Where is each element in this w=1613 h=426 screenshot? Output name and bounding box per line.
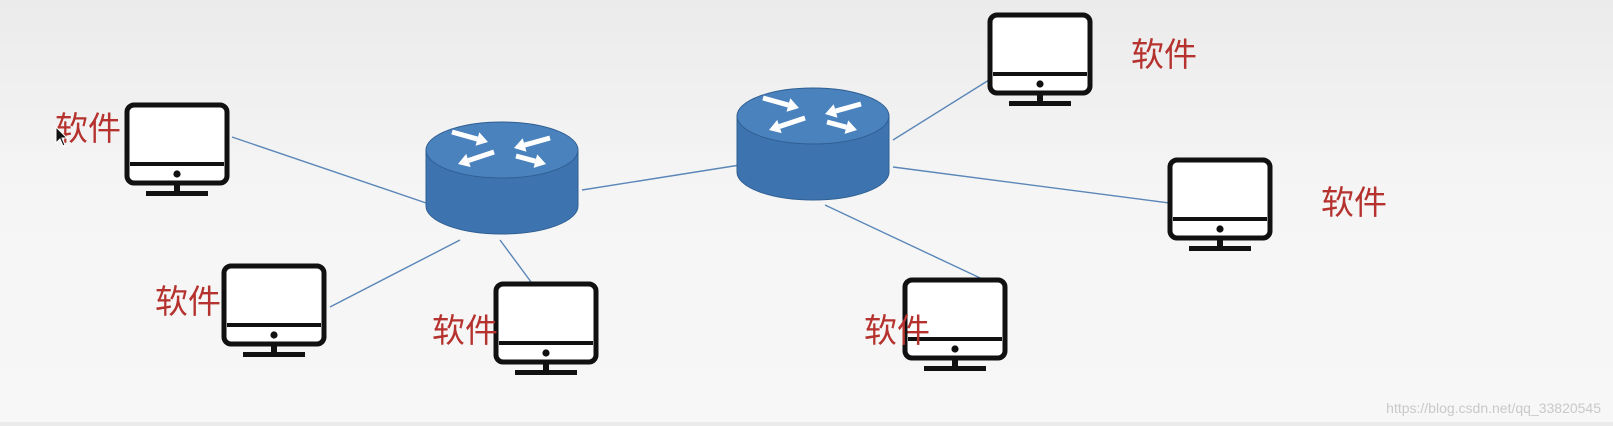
arrowhead-icon	[514, 138, 527, 152]
link-pc-1-router-left	[231, 136, 433, 206]
watermark: https://blog.csdn.net/qq_33820545	[1386, 400, 1601, 416]
pc-2-monitor-icon	[221, 263, 327, 357]
arrow-icon	[451, 129, 479, 142]
arrow-icon	[515, 153, 537, 164]
pc-2-label: 软件	[155, 282, 221, 321]
mouse-cursor-icon	[55, 126, 69, 147]
pc-6-monitor-icon	[902, 277, 1008, 371]
pc-5-monitor-icon	[1167, 157, 1273, 251]
router-left-router-icon	[425, 121, 579, 235]
link-router-right-pc-5	[892, 166, 1201, 208]
pc-4-monitor-icon	[987, 12, 1093, 106]
arrow-icon	[826, 119, 848, 130]
arrowhead-icon	[475, 132, 488, 146]
pc-4-label: 软件	[1131, 35, 1197, 74]
arrow-icon	[834, 101, 862, 114]
link-router-right-pc-4	[892, 69, 1006, 141]
arrow-icon	[523, 135, 551, 148]
arrow-icon	[467, 149, 495, 163]
pc-1-label: 软件	[55, 109, 121, 148]
arrowhead-icon	[533, 154, 546, 168]
link-router-right-pc-6	[824, 204, 996, 286]
arrowhead-icon	[458, 153, 471, 168]
link-pc-2-router-left	[329, 239, 461, 308]
links-layer	[231, 69, 1201, 308]
pc-3-monitor-icon	[493, 281, 599, 375]
arrow-icon	[762, 95, 790, 108]
arrowhead-icon	[844, 120, 857, 134]
pc-3-label: 软件	[432, 311, 498, 350]
pc-5-label: 软件	[1321, 183, 1387, 222]
arrowhead-icon	[786, 98, 799, 112]
routers-layer	[425, 87, 890, 235]
arrow-icon	[778, 115, 806, 129]
computers-layer	[124, 12, 1273, 375]
pc-6-label: 软件	[864, 311, 930, 350]
router-right-router-icon	[736, 87, 890, 201]
pc-1-monitor-icon	[124, 102, 230, 196]
arrowhead-icon	[825, 104, 838, 118]
arrowhead-icon	[769, 119, 782, 134]
link-router-left-router-right	[581, 164, 741, 191]
